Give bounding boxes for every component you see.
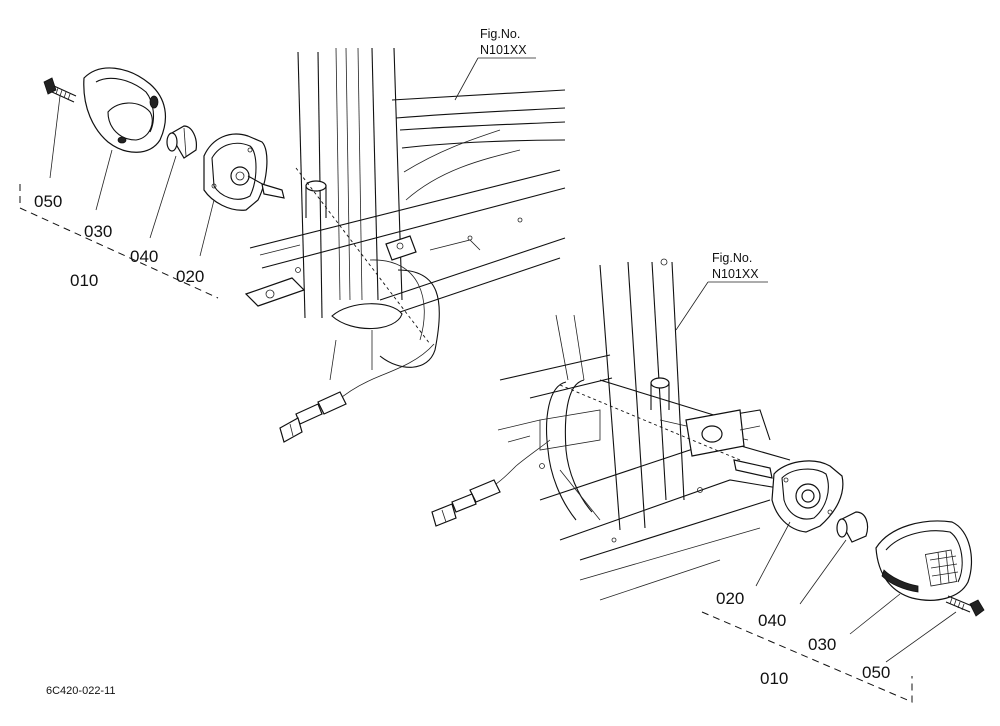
left-wire-harness — [279, 167, 435, 443]
right-frame-structure — [497, 258, 791, 601]
left-bolt — [43, 77, 77, 103]
right-lamp-base — [733, 459, 844, 533]
drawing-code: 6C420-022-11 — [46, 685, 116, 697]
right-bulb — [836, 511, 869, 543]
figure-ref-label: Fig.No. — [712, 251, 752, 265]
left-label-020: 020 — [176, 267, 204, 286]
left-label-050: 050 — [34, 192, 62, 211]
figure-ref-top: Fig.No. N101XX — [454, 27, 536, 101]
left-frame-structure — [244, 47, 566, 381]
left-lamp-assembly — [19, 67, 285, 299]
right-bolt — [945, 595, 985, 617]
right-label-050: 050 — [862, 663, 890, 682]
left-lens — [83, 67, 167, 153]
right-lens — [875, 520, 973, 601]
left-label-010: 010 — [70, 271, 98, 290]
left-lamp-base — [203, 133, 285, 211]
figure-ref-number: N101XX — [480, 43, 527, 57]
left-bulb — [166, 125, 197, 159]
right-label-040: 040 — [758, 611, 786, 630]
right-wire-harness — [431, 384, 741, 527]
right-label-030: 030 — [808, 635, 836, 654]
figure-ref-right: Fig.No. N101XX — [675, 251, 768, 331]
figure-ref-number: N101XX — [712, 267, 759, 281]
right-lamp-assembly — [701, 459, 985, 703]
figure-ref-label: Fig.No. — [480, 27, 520, 41]
left-label-040: 040 — [130, 247, 158, 266]
right-label-010: 010 — [760, 669, 788, 688]
right-label-020: 020 — [716, 589, 744, 608]
left-label-030: 030 — [84, 222, 112, 241]
